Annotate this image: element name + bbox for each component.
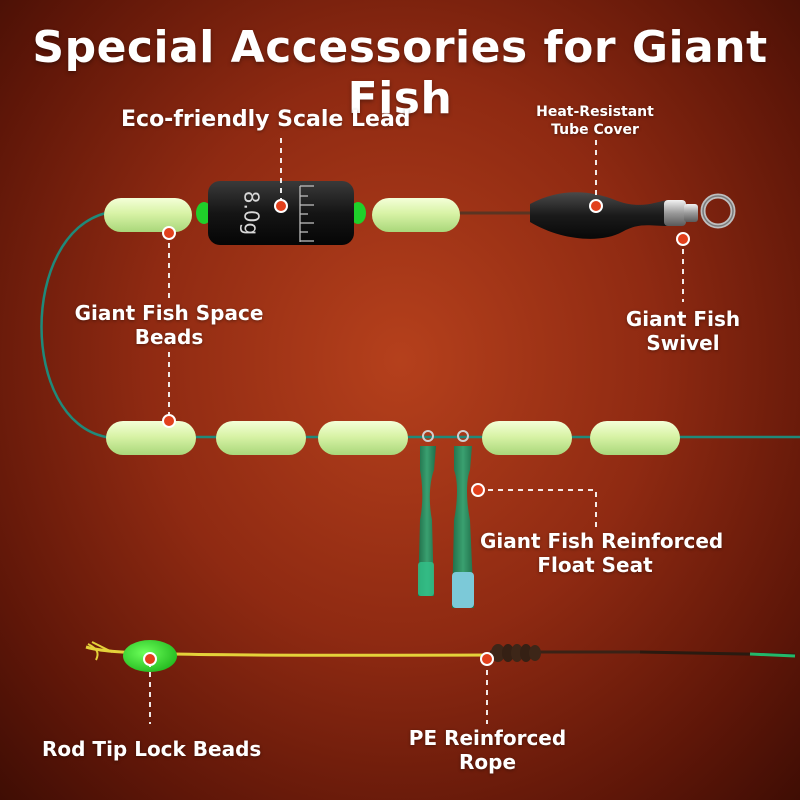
marker-dot: [589, 199, 603, 213]
label-tube-cover: Heat-Resistant Tube Cover: [536, 104, 654, 138]
space-bead: [482, 421, 572, 455]
pe-rope: [87, 641, 113, 661]
space-bead: [372, 198, 460, 232]
label-lock-beads: Rod Tip Lock Beads: [42, 737, 262, 761]
label-space-beads: Giant Fish Space Beads: [74, 301, 264, 349]
space-bead: [104, 198, 192, 232]
float-seat: [418, 430, 436, 596]
rope-knot: [490, 644, 796, 662]
leader-lines: [149, 138, 684, 724]
lead-weight-marking: 8.0g: [240, 191, 264, 236]
page-title: Special Accessories for Giant Fish: [32, 22, 768, 124]
markers: [143, 199, 690, 666]
heat-resistant-tube: [530, 192, 668, 239]
space-bead: [106, 421, 196, 455]
marker-dot: [162, 226, 176, 240]
marker-dot: [274, 199, 288, 213]
marker-dot: [471, 483, 485, 497]
marker-dot: [162, 414, 176, 428]
label-float-seat: Giant Fish Reinforced Float Seat: [480, 529, 724, 577]
marker-dot: [676, 232, 690, 246]
space-bead: [216, 421, 306, 455]
marker-dot: [143, 652, 157, 666]
fishing-line: [40, 211, 800, 439]
swivel: [664, 193, 736, 229]
label-swivel: Giant Fish Swivel: [625, 307, 741, 355]
space-bead: [318, 421, 408, 455]
marker-dot: [480, 652, 494, 666]
space-bead: [590, 421, 680, 455]
float-seat: [452, 430, 474, 608]
label-pe-rope: PE Reinforced Rope: [408, 726, 567, 774]
label-scale-lead: Eco-friendly Scale Lead: [121, 107, 411, 132]
